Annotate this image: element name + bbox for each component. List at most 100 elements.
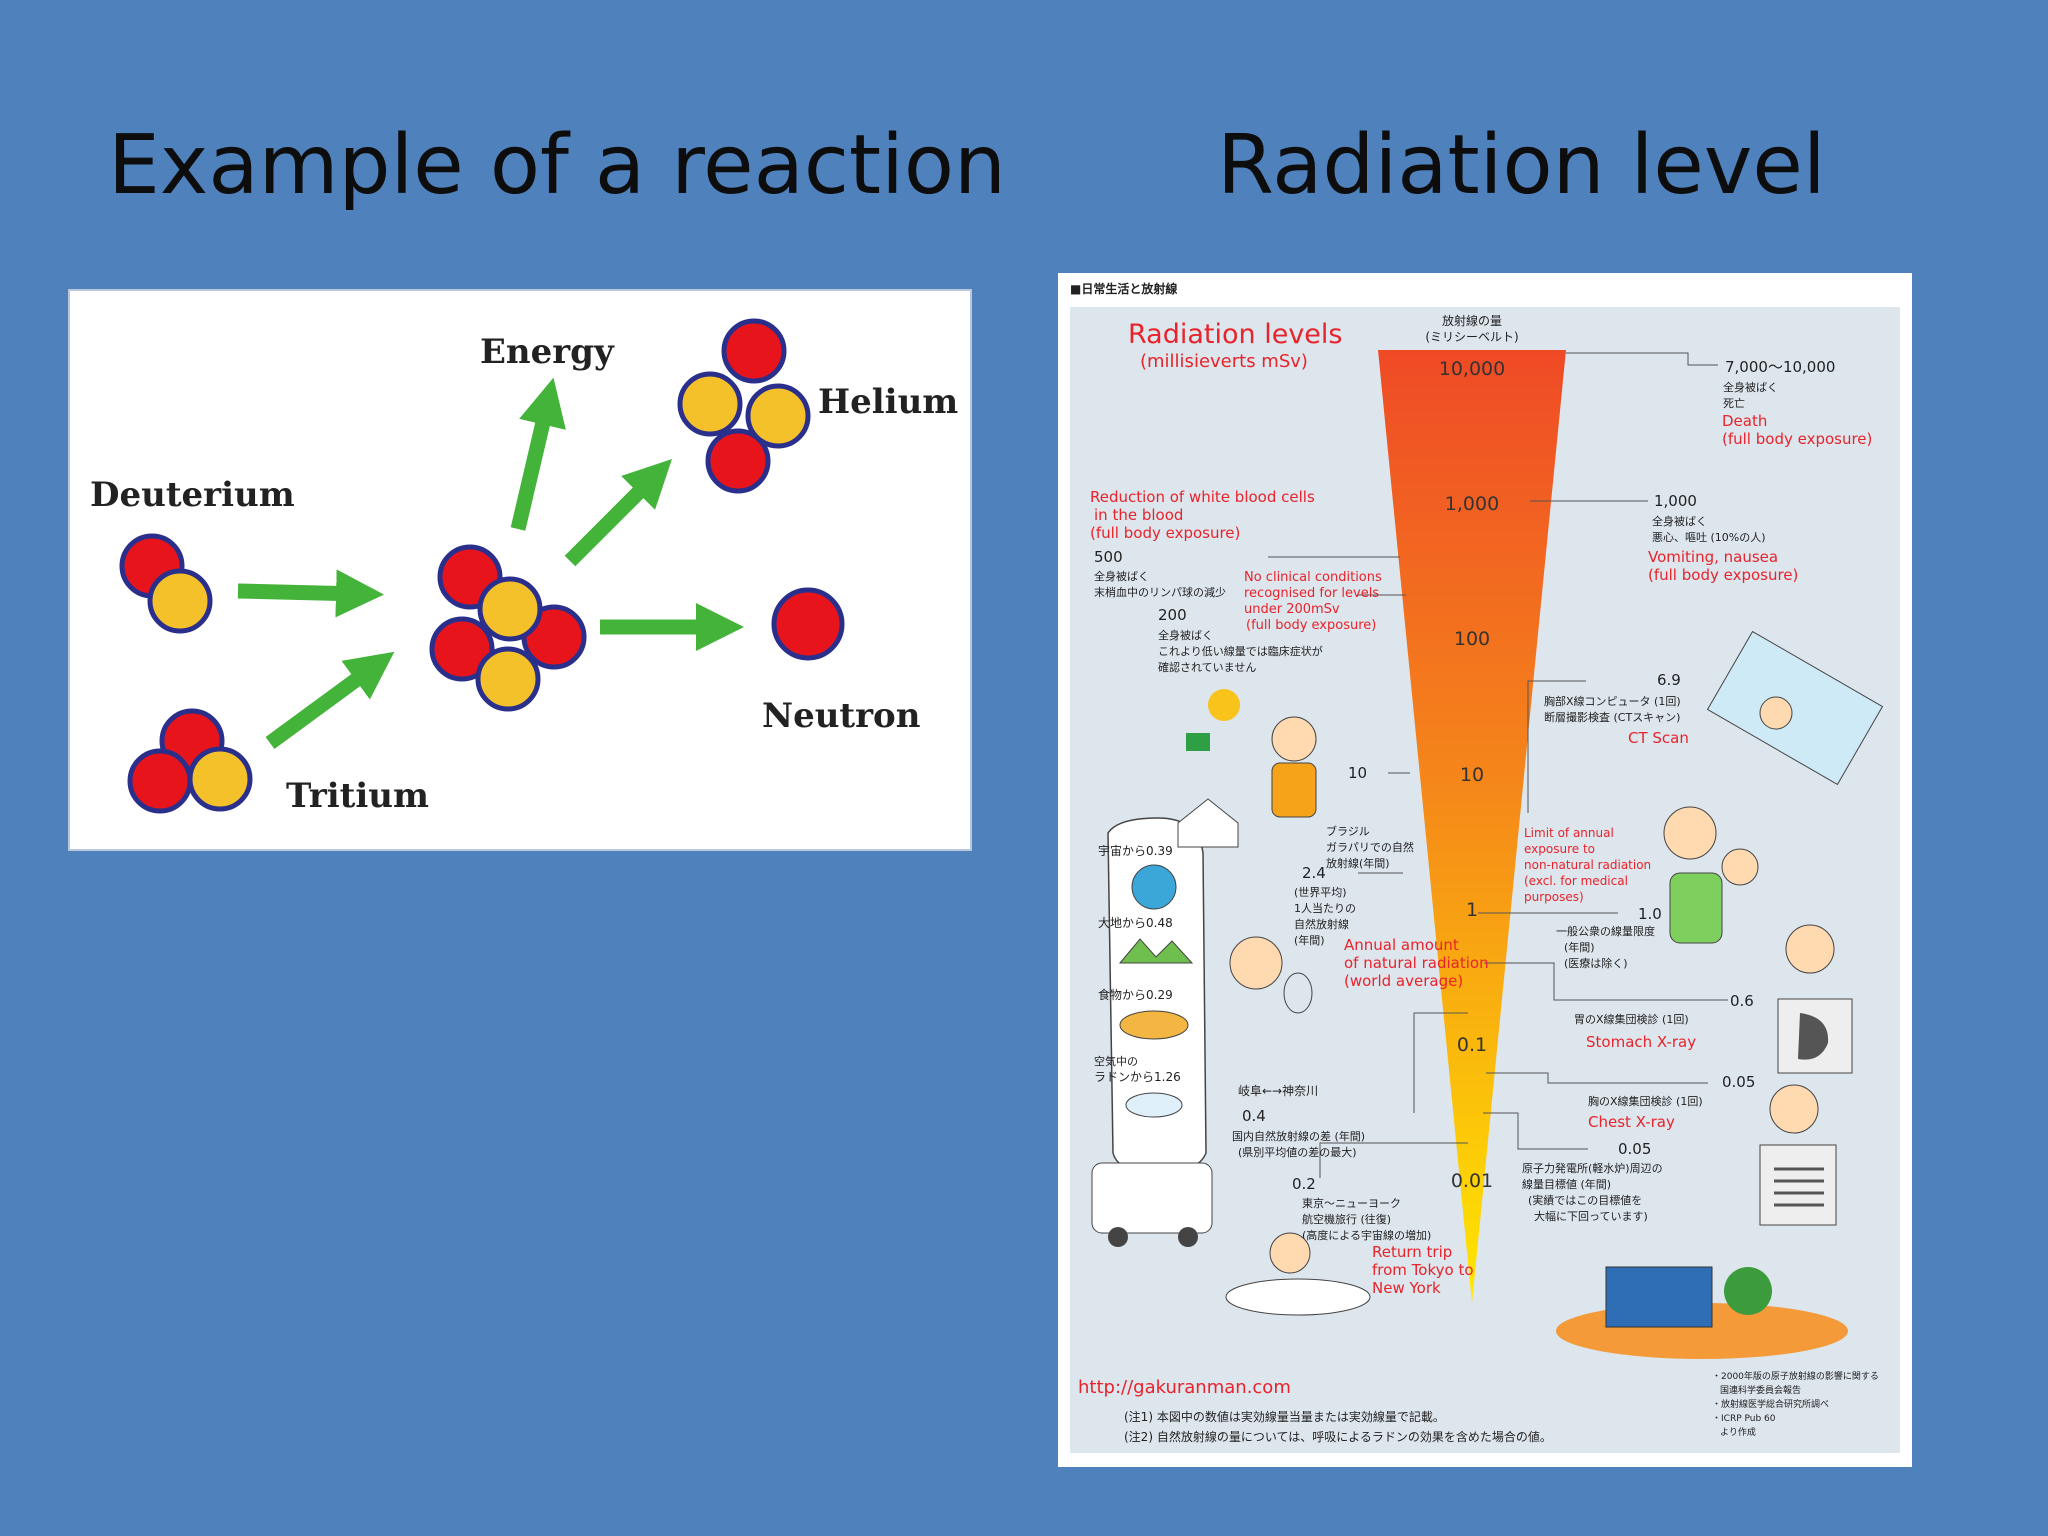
ct-value: 6.9 (1657, 671, 1681, 689)
mother-icon (1663, 806, 1717, 860)
wbc-value: 500 (1094, 548, 1123, 566)
truck-wheel-icon-2 (1178, 1227, 1198, 1247)
plant-jp-2: 線量目標値 (年間) (1522, 1177, 1611, 1191)
gifu-label: 岐阜←→神奈川 (1238, 1084, 1318, 1098)
nc-jp-1: 全身被ばく (1158, 628, 1213, 642)
nc-en-4: (full body exposure) (1246, 618, 1376, 633)
chart-title: Radiation levels (1128, 319, 1342, 350)
arrow-energy (510, 377, 566, 531)
death-en-2: (full body exposure) (1722, 430, 1872, 448)
house-icon (1177, 798, 1239, 848)
nc-en-3: under 200mSv (1244, 602, 1340, 617)
flight-en-3: New York (1372, 1279, 1441, 1297)
natural-jp-1: (世界平均) (1294, 886, 1347, 899)
flight-jp-3: (高度による宇宙線の増加) (1302, 1228, 1431, 1242)
brazil-jp-3: 放射線(年間) (1326, 856, 1390, 870)
airplane-icon (1225, 1278, 1371, 1316)
chest-xray-icon (1759, 1144, 1837, 1226)
flight-en-2: from Tokyo to (1372, 1261, 1474, 1279)
scale-0-01: 0.01 (1451, 1170, 1493, 1192)
left-slide-title: Example of a reaction (108, 118, 1006, 213)
deuterium-nucleus (122, 536, 210, 631)
compound-nucleus (432, 547, 584, 709)
chart-header: ■日常生活と放射線 (1070, 281, 1177, 296)
flight-en-1: Return trip (1372, 1243, 1452, 1261)
plant-jp-4: 大幅に下回っています) (1534, 1209, 1648, 1223)
limit-jp-3: (医療は除く) (1564, 956, 1628, 970)
death-jp-2: 死亡 (1723, 396, 1745, 410)
ct-patient-icon (1759, 696, 1793, 730)
chest-en: Chest X-ray (1588, 1113, 1675, 1131)
ct-bed-icon (1706, 630, 1884, 786)
natural-en-3: (world average) (1344, 972, 1463, 990)
limit-jp-1: 一般公衆の線量限度 (1556, 924, 1655, 938)
scale-10: 10 (1460, 764, 1484, 786)
tennis-racket-icon (1283, 972, 1313, 1014)
earth-icon (1131, 864, 1177, 910)
sun-icon (1208, 689, 1240, 721)
bubble-food: 食物から0.29 (1098, 987, 1173, 1002)
stomach-jp: 胃のX線集団検診 (1回) (1574, 1012, 1689, 1026)
arrow-deuterium (237, 569, 384, 618)
stomach-shape-icon (1798, 1013, 1829, 1060)
label-tritium: Tritium (286, 776, 429, 816)
power-plant-tree-icon (1724, 1267, 1772, 1315)
bubble-space: 宇宙から0.39 (1098, 843, 1173, 858)
stomach-en: Stomach X-ray (1586, 1033, 1696, 1051)
cloud-icon (1125, 1092, 1183, 1118)
person-brazil-icon (1271, 716, 1317, 762)
note-2: (注2) 自然放射線の量については、呼吸によるラドンの効果を含めた場合の値。 (1124, 1429, 1552, 1444)
landscape-icon (1118, 938, 1194, 964)
bubble-radon-1: 空気中の (1094, 1054, 1138, 1068)
fusion-diagram: Deuterium Tritium Energy Helium Neutron (68, 289, 972, 851)
person-brazil-body-icon (1271, 762, 1317, 818)
vomit-en-1: Vomiting, nausea (1648, 548, 1778, 566)
arrow-helium (564, 459, 672, 567)
bubble-earth: 大地から0.48 (1098, 916, 1173, 930)
mother-body-icon (1669, 872, 1723, 944)
plant-value: 0.05 (1618, 1140, 1651, 1158)
neutron-particle (771, 587, 845, 661)
scale-1: 1 (1466, 899, 1478, 921)
brazil-jp-1: ブラジル (1326, 824, 1370, 838)
source-url: http://gakuranman.com (1078, 1377, 1291, 1398)
limit-jp-2: (年間) (1564, 940, 1595, 954)
nc-jp-2: これより低い線量では臨床症状が (1158, 644, 1323, 658)
source-4: ・ICRP Pub 60 (1712, 1414, 1776, 1424)
chest-man-icon (1769, 1084, 1819, 1134)
scale-100: 100 (1454, 628, 1490, 650)
scale-1000: 1,000 (1445, 493, 1499, 515)
source-1: ・2000年版の原子放射線の影響に関する (1712, 1370, 1879, 1382)
flight-jp-1: 東京〜ニューヨーク (1302, 1196, 1401, 1210)
death-en-1: Death (1722, 412, 1767, 430)
nc-value: 200 (1158, 606, 1187, 624)
wbc-jp-2: 末梢血中のリンパ球の減少 (1094, 585, 1226, 599)
diff-value: 0.4 (1242, 1107, 1266, 1125)
note-1: (注1) 本図中の数値は実効線量当量または実効線量で記載。 (1124, 1409, 1445, 1424)
arrow-tritium (265, 651, 395, 750)
natural-jp-2: 1人当たりの (1294, 901, 1356, 915)
vomit-en-2: (full body exposure) (1648, 566, 1798, 584)
source-2: 国連科学委員会報告 (1720, 1384, 1801, 1396)
radiation-cone (1378, 350, 1566, 1303)
radiation-chart: ■日常生活と放射線 放射線の量 (ミリシーベルト) 10,000 1,000 1… (1058, 273, 1912, 1467)
vomit-value: 1,000 (1654, 492, 1697, 510)
axis-jp-2: (ミリシーベルト) (1425, 330, 1518, 344)
wbc-en-3: (full body exposure) (1090, 524, 1240, 542)
natural-jp-4: (年間) (1294, 933, 1325, 947)
bubble-radon-2: ラドンから1.26 (1094, 1070, 1181, 1084)
limit-en-4: (excl. for medical (1524, 874, 1628, 888)
flight-value: 0.2 (1292, 1175, 1316, 1193)
wbc-en-2: in the blood (1094, 506, 1183, 524)
plant-jp-1: 原子力発電所(軽水炉)周辺の (1522, 1161, 1663, 1175)
plant-jp-3: (実績ではこの目標値を (1528, 1193, 1642, 1207)
chest-value: 0.05 (1722, 1073, 1755, 1091)
tritium-nucleus (130, 711, 250, 811)
brazil-flag-icon (1186, 733, 1210, 751)
label-deuterium: Deuterium (90, 475, 295, 515)
nc-en-2: recognised for levels (1244, 586, 1379, 601)
death-value: 7,000〜10,000 (1725, 358, 1835, 376)
child-icon (1721, 848, 1759, 886)
natural-value: 2.4 (1302, 864, 1326, 882)
scale-10000: 10,000 (1439, 358, 1505, 380)
